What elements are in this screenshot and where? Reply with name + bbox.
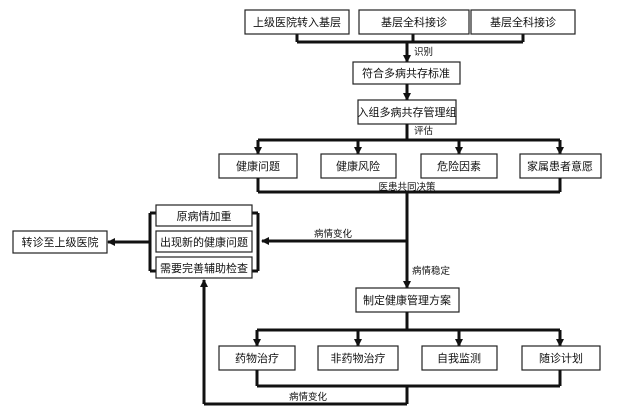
plan-item-label-0: 药物治疗 [235,351,279,365]
source-label-1: 基层全科接诊 [381,15,447,29]
label-stable: 病情稳定 [412,265,451,277]
plan-non-medication: 非药物治疗 [317,345,399,371]
plan-item-label-1: 非药物治疗 [331,351,386,365]
source-connectors [295,34,525,63]
source-label-0: 上级医院转入基层 [253,15,341,29]
group-label: 入组多病共存管理组 [358,105,457,119]
criteria-box: 符合多病共存标准 [352,61,461,85]
feedback-loop [200,279,562,406]
plan-label: 制定健康管理方案 [363,293,451,307]
group-box: 入组多病共存管理组 [357,99,457,125]
assessment-connectors [254,124,564,155]
referral-box: 转诊至上级医院 [12,230,108,254]
source-box-primary-care-2: 基层全科接诊 [470,9,576,35]
assessment-label-0: 健康问题 [236,159,280,173]
label-shared-decision: 医患共同决策 [378,181,436,193]
referral-label: 转诊至上级医院 [22,235,99,249]
plan-connectors [253,312,564,347]
condition-new-problem: 出现新的健康问题 [155,230,253,253]
condition-label-2: 需要完善辅助检查 [160,261,248,275]
label-assess: 评估 [414,125,434,137]
assessment-health-risks: 健康风险 [320,153,397,179]
label-change-1: 病情变化 [314,228,353,240]
plan-box: 制定健康管理方案 [355,287,460,313]
assessment-label-3: 家属患者意愿 [527,159,593,173]
source-box-referral-in: 上级医院转入基层 [244,9,350,35]
assessment-family-wishes: 家属患者意愿 [519,153,602,179]
criteria-label: 符合多病共存标准 [362,66,450,80]
condition-label-1: 出现新的健康问题 [160,235,248,249]
decision-connectors [256,178,562,289]
condition-exams: 需要完善辅助检查 [155,256,253,279]
label-identify: 识别 [414,47,433,58]
plan-self-monitoring: 自我监测 [421,345,498,371]
condition-label-0: 原病情加重 [177,209,232,223]
assessment-label-1: 健康风险 [336,159,380,173]
label-change-2: 病情变化 [289,391,328,403]
source-box-primary-care-1: 基层全科接诊 [358,9,470,35]
condition-worsening: 原病情加重 [155,204,253,227]
plan-item-label-3: 随诊计划 [539,351,583,365]
source-label-2: 基层全科接诊 [490,15,556,29]
assessment-health-problems: 健康问题 [218,153,298,179]
plan-item-label-2: 自我监测 [437,352,481,365]
assessment-label-2: 危险因素 [437,159,481,173]
plan-follow-up: 随诊计划 [521,345,601,371]
plan-medication: 药物治疗 [218,345,296,371]
condition-bracket [148,211,260,273]
assessment-risk-factors: 危险因素 [420,153,498,179]
